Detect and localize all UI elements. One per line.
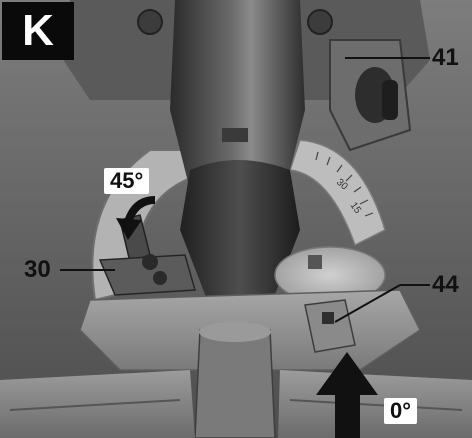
callout-44: 44 xyxy=(432,271,459,298)
housing-screw-left xyxy=(137,9,163,35)
center-post xyxy=(194,329,276,438)
saw-arm xyxy=(170,0,305,190)
angle-label-45: 45° xyxy=(104,168,150,194)
angle-label-0: 0° xyxy=(384,398,418,424)
base-groove-left xyxy=(9,399,181,411)
rotate-arrowhead-icon xyxy=(116,218,142,240)
callout-30: 30 xyxy=(24,256,51,283)
lever-nut-b xyxy=(153,271,167,285)
bracket-screw xyxy=(322,312,334,324)
post-top xyxy=(199,322,271,342)
bevel-scale xyxy=(288,139,386,247)
arm-bolt xyxy=(222,128,248,142)
blade-guard xyxy=(180,160,300,320)
bevel-scale-ticks xyxy=(315,151,374,217)
callout-41: 41 xyxy=(432,44,459,71)
fence-bracket xyxy=(304,299,356,353)
disc-bolt xyxy=(308,255,322,269)
lever-handle xyxy=(382,80,398,120)
lever-nut-a xyxy=(142,254,158,270)
housing-screw-right xyxy=(307,9,333,35)
bevel-lock-lever xyxy=(98,254,196,296)
push-arrow-icon xyxy=(316,352,378,438)
rotate-arrow-icon xyxy=(124,196,156,224)
figure-label-badge: K xyxy=(2,2,74,60)
base-groove-right xyxy=(289,399,463,411)
leader-line-44 xyxy=(334,284,401,323)
